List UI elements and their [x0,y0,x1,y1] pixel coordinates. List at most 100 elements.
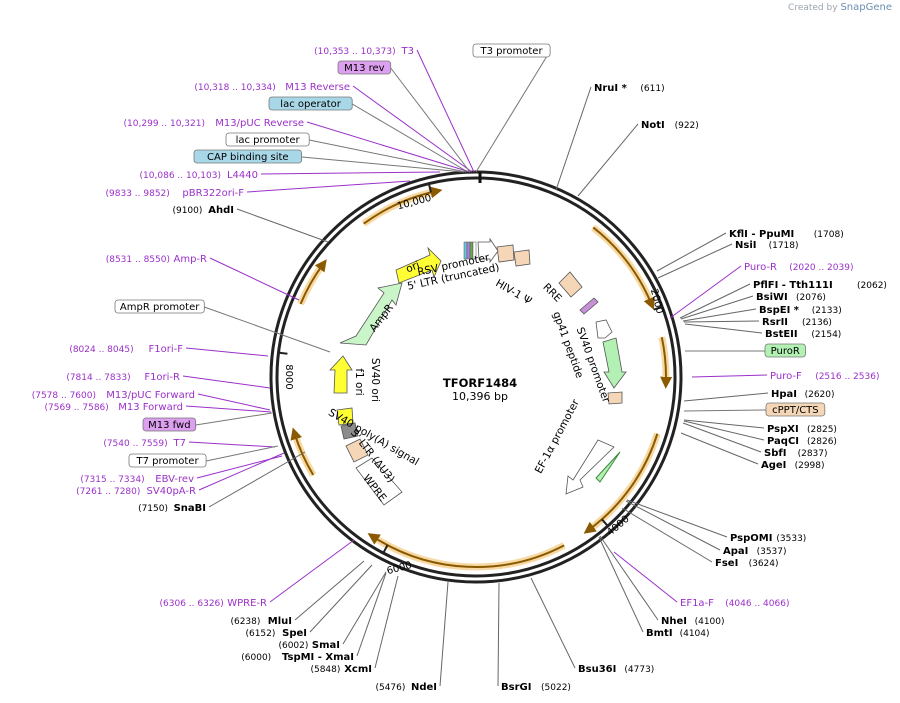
enzyme-site-noti[interactable]: NotI(922) [641,120,699,131]
enzyme-site-kfli-ppumi[interactable]: KflI - PpuMI(1708) [729,229,844,240]
primer-f1ori-r[interactable]: F1ori-R(7814 .. 7833) [66,372,180,383]
enzyme-site-bspei[interactable]: BspEI * (2133) [759,305,842,316]
feature-box-frame [193,149,302,164]
enzyme-name: NdeI [411,682,437,693]
primer-range: (7540 .. 7559) [103,439,167,449]
enzyme-site-bmti[interactable]: BmtI (4104) [646,628,710,639]
enzyme-site-fsei[interactable]: FseI(3624) [715,558,779,569]
feature-box-t3-promoter[interactable]: T3 promoter [472,43,551,58]
leader-line [530,577,576,669]
leader-line [683,392,769,402]
label-leaders [182,49,769,687]
plasmid-name: TFORF1484 [443,376,517,390]
enzyme-position: (9100) [172,206,202,216]
enzyme-name: SmaI [312,640,340,651]
enzyme-site-pflfi-tth111i[interactable]: PflFI - Tth111I(2062) [753,280,887,291]
enzyme-position: (2136) [802,318,832,328]
enzyme-position: (1708) [814,230,844,240]
enzyme-site-pspxi[interactable]: PspXI(2825) [767,424,837,435]
primer-wpre-r[interactable]: WPRE-R(6306 .. 6326) [160,598,268,609]
enzyme-site-pspomi[interactable]: PspOMI(3533) [730,533,806,544]
primer-l4440[interactable]: L4440(10,086 .. 10,103) [140,170,258,181]
leader-line [236,208,329,243]
enzyme-position: (2998) [795,461,825,471]
enzyme-site-spei[interactable]: SpeI(6152) [245,628,307,639]
leader-line [208,451,306,508]
leader-line [309,564,373,633]
leader-line [306,121,471,173]
feature-box-t7-promoter[interactable]: T7 promoter [128,453,207,468]
enzyme-site-hpai[interactable]: HpaI(2620) [771,389,835,400]
enzyme-site-snabi[interactable]: SnaBI(7150) [138,503,206,514]
enzyme-site-rsrii[interactable]: RsrII(2136) [762,317,832,328]
enzyme-site-bsu36i[interactable]: Bsu36I(4773) [578,664,654,675]
primer-f1ori-f[interactable]: F1ori-F(8024 .. 8045) [69,344,183,355]
feature-box-m13-fwd[interactable]: M13 fwd [142,417,197,432]
enzyme-name: HpaI [771,389,797,400]
primer-name: M13 Forward [118,402,183,413]
leader-line [680,432,759,465]
primer-m13-puc-forward[interactable]: M13/pUC Forward(7578 .. 7600) [32,390,195,401]
feature-box-m13-rev[interactable]: M13 rev [337,60,392,75]
enzyme-site-ndei[interactable]: NdeI(5476) [375,682,437,693]
tick-label: 8000 [283,364,294,389]
primer-m13-puc-reverse[interactable]: M13/pUC Reverse(10,299 .. 10,321) [124,118,304,129]
feature-box-lac-operator[interactable]: lac operator [268,96,353,111]
enzyme-site-mlui[interactable]: MluI(6238) [230,616,292,627]
enzyme-name: TspMI - XmaI [282,652,354,663]
primer-name: F1ori-F [149,344,184,355]
enzyme-site-bsrgi[interactable]: BsrGI(5022) [501,682,571,693]
enzyme-position: (2133) [812,306,842,316]
enzyme-site-paqci[interactable]: PaqCI(2826) [767,436,837,447]
leader-line [599,535,659,621]
primer-t3[interactable]: T3(10,353 .. 10,373) [314,46,414,57]
feature-box-ampr-promoter[interactable]: AmpR promoter [114,299,205,314]
enzyme-site-bsteii[interactable]: BstEII(2154) [765,329,841,340]
feature-box-puror[interactable]: PuroR [764,343,806,358]
feature-box-label: PuroR [771,346,800,357]
tick-mark [382,544,389,554]
enzyme-site-xcmi[interactable]: XcmI(5848) [310,664,372,675]
primer-amp-r[interactable]: Amp-R(8531 .. 8550) [106,254,207,265]
primer-name: pBR322ori-F [182,188,244,199]
feature-box-label: lac operator [280,99,341,110]
enzyme-site-nsii[interactable]: NsiI(1718) [735,240,799,251]
primer-m13-forward[interactable]: M13 Forward(7569 .. 7586) [45,402,183,413]
enzyme-site-apai[interactable]: ApaI(3537) [723,546,787,557]
enzyme-position: (2837) [798,449,828,459]
enzyme-site-agei[interactable]: AgeI(2998) [761,460,825,471]
orf-arc [363,186,443,225]
enzyme-site-bsiwi[interactable]: BsiWI(2076) [756,292,826,303]
primer-sv40pa-r[interactable]: SV40pA-R(7261 .. 7280) [76,486,196,497]
primer-puro-f[interactable]: Puro-F(2516 .. 2536) [770,371,879,382]
leader-line [613,551,678,603]
feature-box-cap-binding-site[interactable]: CAP binding site [193,149,302,164]
orf-arc [367,533,565,568]
feature-label-sv40-ori: SV40 ori [369,358,381,402]
leader-line [679,283,751,319]
enzyme-name: BsrGI [501,682,531,693]
enzyme-name: BspEI * [759,305,800,316]
feature-box-cppt-cts[interactable]: cPPT/CTS [765,402,826,417]
primer-t7[interactable]: T7(7540 .. 7559) [103,438,186,449]
enzyme-site-tspmi-xmai[interactable]: TspMI - XmaI(6000) [241,652,354,663]
primer-ebv-rev[interactable]: EBV-rev(7315 .. 7334) [80,474,194,485]
enzyme-name: BmtI [646,628,673,639]
primer-ef1a-f[interactable]: EF1a-F(4046 .. 4066) [680,598,789,609]
leader-line [416,49,475,173]
enzyme-name: SbfI [764,448,786,459]
enzyme-site-smai[interactable]: SmaI(6002) [278,640,340,651]
enzyme-site-nrui[interactable]: NruI *(611) [594,83,665,94]
primer-pbr322ori-f[interactable]: pBR322ori-F(9833 .. 9852) [106,188,245,199]
enzyme-site-sbfi[interactable]: SbfI (2837) [764,448,828,459]
primer-puro-r[interactable]: Puro-R(2020 .. 2039) [744,262,853,273]
enzyme-site-ahdi[interactable]: AhdI(9100) [172,205,234,216]
enzyme-position: (4104) [680,629,710,639]
leader-line [683,420,765,441]
feature-box-lac-promoter[interactable]: lac promoter [225,132,310,147]
enzyme-name: BsiWI [756,292,788,303]
feature-track [329,237,627,506]
leader-line [185,405,272,413]
enzyme-site-nhei[interactable]: NheI(4100) [661,616,725,627]
primer-m13-reverse[interactable]: M13 Reverse(10,318 .. 10,334) [194,82,350,93]
